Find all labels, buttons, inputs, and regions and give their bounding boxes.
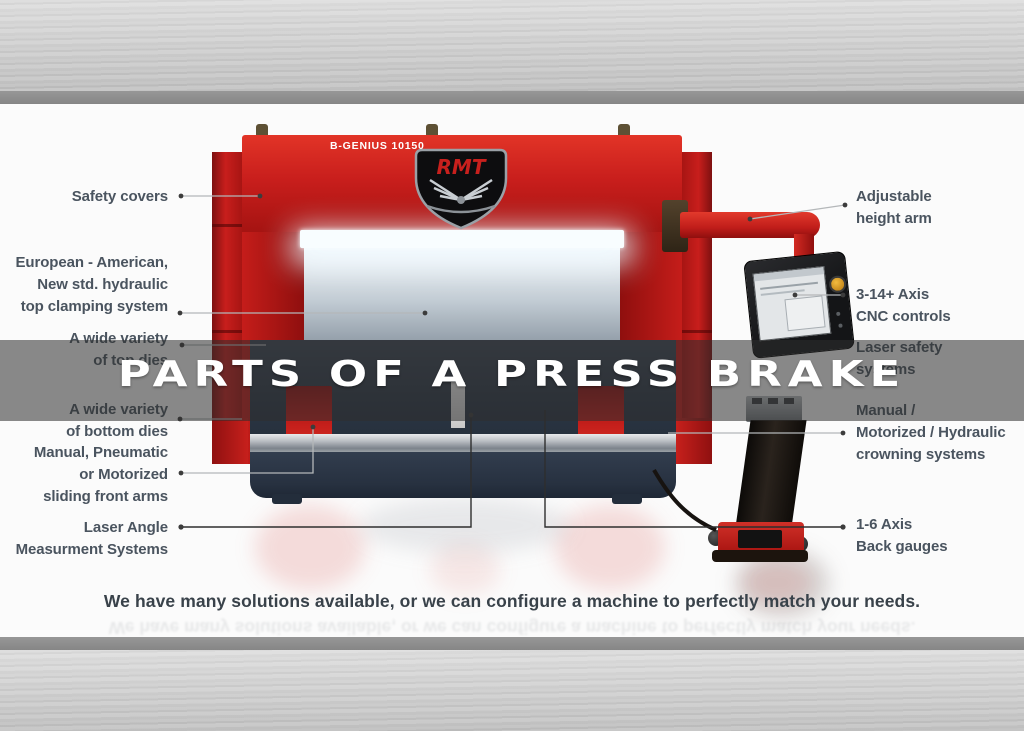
label-line: sliding front arms [43, 488, 168, 505]
page-title: PARTS OF A PRESS BRAKE [117, 352, 907, 395]
label-line: crowning systems [856, 446, 986, 463]
rmt-logo: RMT [414, 148, 508, 230]
label-top-clamping-system: European - American, New std. hydraulic … [0, 252, 169, 318]
label-safety-covers: Safety covers [0, 186, 168, 208]
label-line: Safety covers [71, 188, 168, 205]
label-cnc-controls: 3-14+ Axis CNC controls [856, 284, 1024, 328]
label-line: Measurment Systems [15, 541, 169, 558]
machine-model-label: B-GENIUS 10150 [330, 140, 425, 152]
floor-reflection-gray [360, 498, 570, 553]
rmt-logo-text: RMT [437, 155, 487, 179]
panel-seam [682, 330, 712, 333]
label-line: Motorized / Hydraulic [856, 424, 1006, 441]
label-sliding-front-arms: Manual, Pneumatic or Motorized sliding f… [0, 442, 168, 508]
pendant-cable [652, 468, 717, 532]
label-laser-angle-measurement: Laser Angle Measurment Systems [0, 517, 169, 561]
lifting-hook-icon [426, 124, 438, 138]
label-line: Adjustable [856, 188, 932, 205]
brushed-metal-top-band [0, 0, 1024, 91]
label-line: CNC controls [856, 308, 951, 325]
back-gauge-base [712, 550, 808, 562]
bottom-caption: We have many solutions available, or we … [103, 591, 921, 611]
machine-base [250, 452, 676, 498]
safety-cover-left-foot [212, 418, 248, 464]
panel-seam [212, 224, 242, 227]
lifting-hook-icon [618, 124, 630, 138]
machine-foot [612, 494, 642, 504]
label-line: top clamping system [20, 298, 168, 315]
label-adjustable-height-arm: Adjustable height arm [856, 186, 1024, 230]
label-line: Back gauges [856, 538, 948, 555]
label-line: height arm [856, 210, 932, 227]
label-line: Laser Angle [83, 519, 168, 536]
led-light-bar [300, 230, 624, 248]
label-back-gauges: 1-6 Axis Back gauges [856, 514, 1024, 558]
bottom-caption-reflection: We have many solutions available, or we … [108, 618, 916, 638]
floor-reflection-red-center [430, 545, 500, 595]
workspace-area [304, 250, 620, 342]
gray-divider-bottom [0, 637, 1024, 650]
floor-reflection-arm-red [742, 560, 812, 605]
floor-reflection-red-right [555, 505, 665, 590]
carriage-slot [738, 530, 782, 548]
panel-seam [212, 330, 242, 333]
title-banner: PARTS OF A PRESS BRAKE [0, 340, 1024, 421]
machine-foot [272, 494, 302, 504]
label-line: New std. hydraulic [37, 276, 168, 293]
lifting-hook-icon [256, 124, 268, 138]
label-line: 3-14+ Axis [856, 286, 930, 303]
front-rail [250, 434, 676, 452]
label-line: or Motorized [79, 466, 168, 483]
label-line: Manual, Pneumatic [33, 444, 168, 461]
brushed-metal-bottom-band [0, 650, 1024, 731]
label-line: 1-6 Axis [856, 516, 913, 533]
floor-reflection-red-left [255, 505, 365, 590]
label-line: European - American, [15, 254, 169, 271]
adjustable-height-arm [680, 212, 820, 238]
label-line: of bottom dies [66, 423, 168, 440]
gray-divider-top [0, 91, 1024, 104]
safety-cover-right-foot [676, 418, 712, 464]
